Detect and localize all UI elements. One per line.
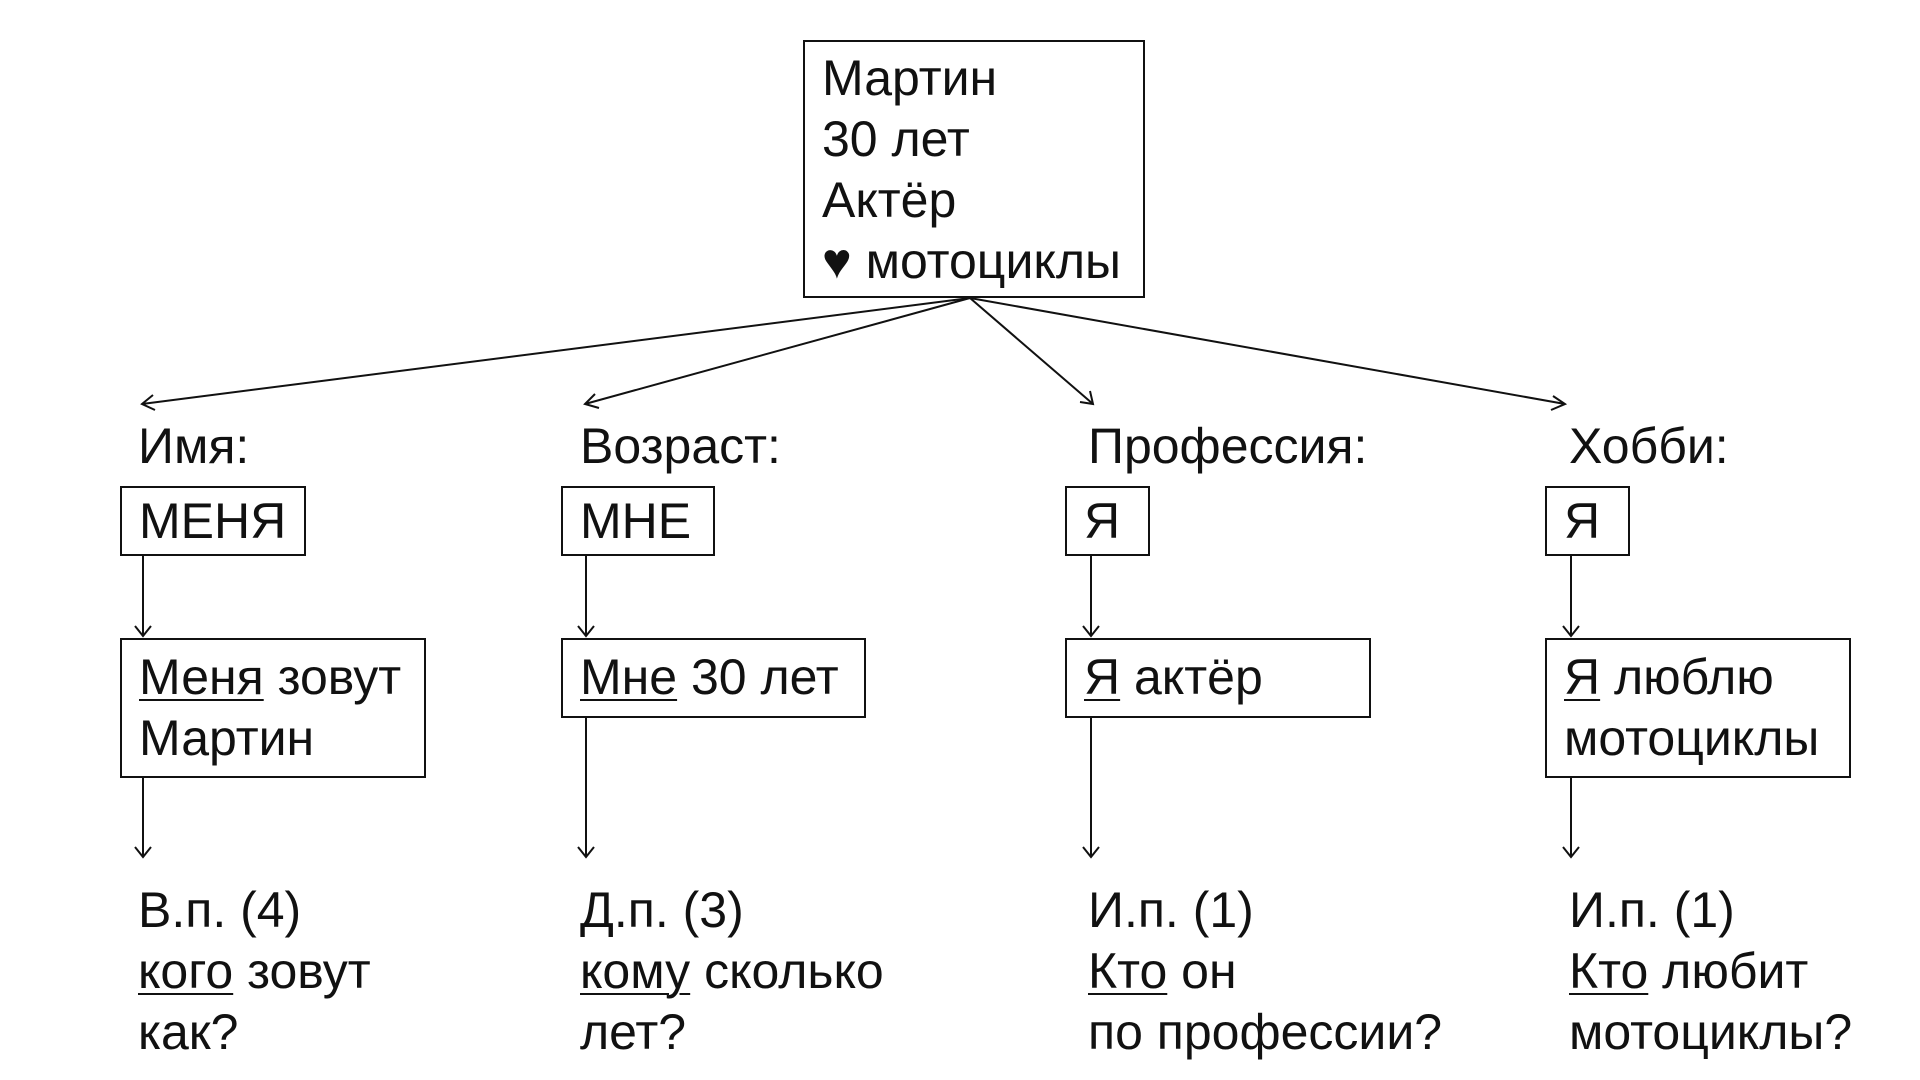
pronoun-col3: Я bbox=[1084, 493, 1121, 549]
case-label-col2: Д.п. (3) кому сколько лет? bbox=[580, 880, 884, 1063]
sentence-text-col2: 30 лет bbox=[677, 649, 839, 705]
sentence-pronoun-col3: Я bbox=[1084, 649, 1121, 705]
pronoun-box-col4: Я bbox=[1545, 486, 1630, 556]
arrowhead-col3-b bbox=[1082, 846, 1100, 859]
profile-hobby: ♥ мотоциклы bbox=[822, 233, 1121, 289]
question-line2-col4: мотоциклы? bbox=[1569, 1004, 1853, 1060]
case-col4: И.п. (1) bbox=[1569, 882, 1735, 938]
arrow-to-name bbox=[141, 297, 971, 405]
question-word-col1: кого bbox=[138, 943, 234, 999]
arrow-to-hobby bbox=[969, 297, 1566, 405]
arrowhead-to-profession bbox=[1079, 390, 1095, 406]
arrowhead-col2-b bbox=[577, 846, 595, 859]
case-label-col3: И.п. (1) Кто он по профессии? bbox=[1088, 880, 1442, 1063]
case-col1: В.п. (4) bbox=[138, 882, 302, 938]
profile-age: 30 лет bbox=[822, 111, 970, 167]
arrowhead-col4-a bbox=[1562, 625, 1580, 638]
sentence-box-col4: Я люблю мотоциклы bbox=[1545, 638, 1851, 778]
heading-name: Имя: bbox=[138, 418, 250, 474]
arrowhead-col3-a bbox=[1082, 625, 1100, 638]
sentence-text-col1: зовут bbox=[263, 649, 402, 705]
case-label-col1: В.п. (4) кого зовут как? bbox=[138, 880, 371, 1063]
sentence-box-col2: Мне 30 лет bbox=[561, 638, 866, 718]
profile-box: Мартин 30 лет Актёр ♥ мотоциклы bbox=[803, 40, 1145, 298]
sentence-text-col4: люблю bbox=[1600, 649, 1774, 705]
pronoun-col1: МЕНЯ bbox=[139, 493, 287, 549]
question-line2-col2: лет? bbox=[580, 1004, 687, 1060]
heading-age: Возраст: bbox=[580, 418, 781, 474]
pronoun-box-col1: МЕНЯ bbox=[120, 486, 306, 556]
sentence-text-col3: актёр bbox=[1120, 649, 1263, 705]
question-text-col3: он bbox=[1167, 943, 1237, 999]
pronoun-col4: Я bbox=[1564, 493, 1601, 549]
question-text-col2: сколько bbox=[690, 943, 884, 999]
case-col3: И.п. (1) bbox=[1088, 882, 1254, 938]
question-word-col2: кому bbox=[580, 943, 691, 999]
question-text-col4: любит bbox=[1648, 943, 1809, 999]
case-label-col4: И.п. (1) Кто любит мотоциклы? bbox=[1569, 880, 1852, 1063]
arrow-to-age bbox=[584, 297, 971, 405]
question-text-col1: зовут bbox=[233, 943, 371, 999]
heading-profession: Профессия: bbox=[1088, 418, 1368, 474]
arrowhead-col1-b bbox=[134, 846, 152, 859]
arrow-to-profession bbox=[969, 297, 1094, 405]
arrowhead-col1-a bbox=[134, 625, 152, 638]
sentence-pronoun-col4: Я bbox=[1564, 649, 1601, 705]
profile-profession: Актёр bbox=[822, 172, 957, 228]
arrowhead-col4-b bbox=[1562, 846, 1580, 859]
sentence-line2-col4: мотоциклы bbox=[1564, 710, 1820, 766]
sentence-line2-col1: Мартин bbox=[139, 710, 315, 766]
pronoun-box-col2: МНЕ bbox=[561, 486, 715, 556]
question-line2-col1: как? bbox=[138, 1004, 239, 1060]
arrowhead-to-hobby bbox=[1550, 395, 1568, 411]
sentence-box-col1: Меня зовут Мартин bbox=[120, 638, 426, 778]
arrowhead-to-age bbox=[583, 393, 600, 409]
arrowhead-to-name bbox=[140, 394, 156, 411]
case-col2: Д.п. (3) bbox=[580, 882, 744, 938]
sentence-pronoun-col1: Меня bbox=[139, 649, 264, 705]
question-word-col4: Кто bbox=[1569, 943, 1649, 999]
profile-name: Мартин bbox=[822, 50, 998, 106]
arrowhead-col2-a bbox=[577, 625, 595, 638]
sentence-pronoun-col2: Мне bbox=[580, 649, 678, 705]
question-line2-col3: по профессии? bbox=[1088, 1004, 1443, 1060]
pronoun-box-col3: Я bbox=[1065, 486, 1150, 556]
sentence-box-col3: Я актёр bbox=[1065, 638, 1371, 718]
pronoun-col2: МНЕ bbox=[580, 493, 692, 549]
heading-hobby: Хобби: bbox=[1569, 418, 1729, 474]
question-word-col3: Кто bbox=[1088, 943, 1168, 999]
